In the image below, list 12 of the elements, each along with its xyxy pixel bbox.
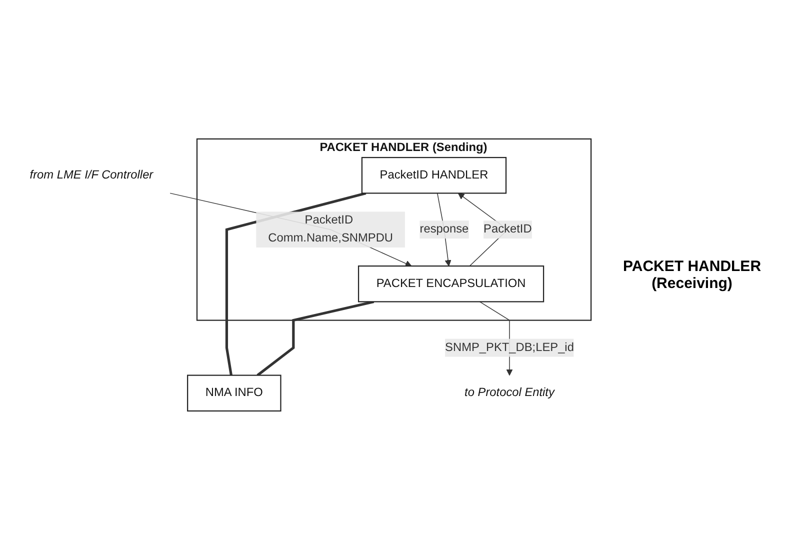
edge-label: SNMP_PKT_DB;LEP_id (445, 341, 574, 354)
edge-label: PacketID (484, 222, 532, 236)
edge-label: response (420, 222, 469, 236)
connector (256, 300, 374, 376)
node-text: to Protocol Entity (464, 386, 554, 400)
node-text: from LME I/F Controller (30, 168, 154, 182)
node-box: PacketID HANDLER (361, 157, 507, 194)
node-box: PACKET ENCAPSULATION (358, 266, 544, 302)
edge-label: PacketID Comm.Name,SNMPDU (268, 214, 393, 245)
node-box: NMA INFO (187, 374, 282, 412)
arrow (170, 192, 412, 267)
region-label: PACKET HANDLER (Receiving) (622, 258, 762, 292)
